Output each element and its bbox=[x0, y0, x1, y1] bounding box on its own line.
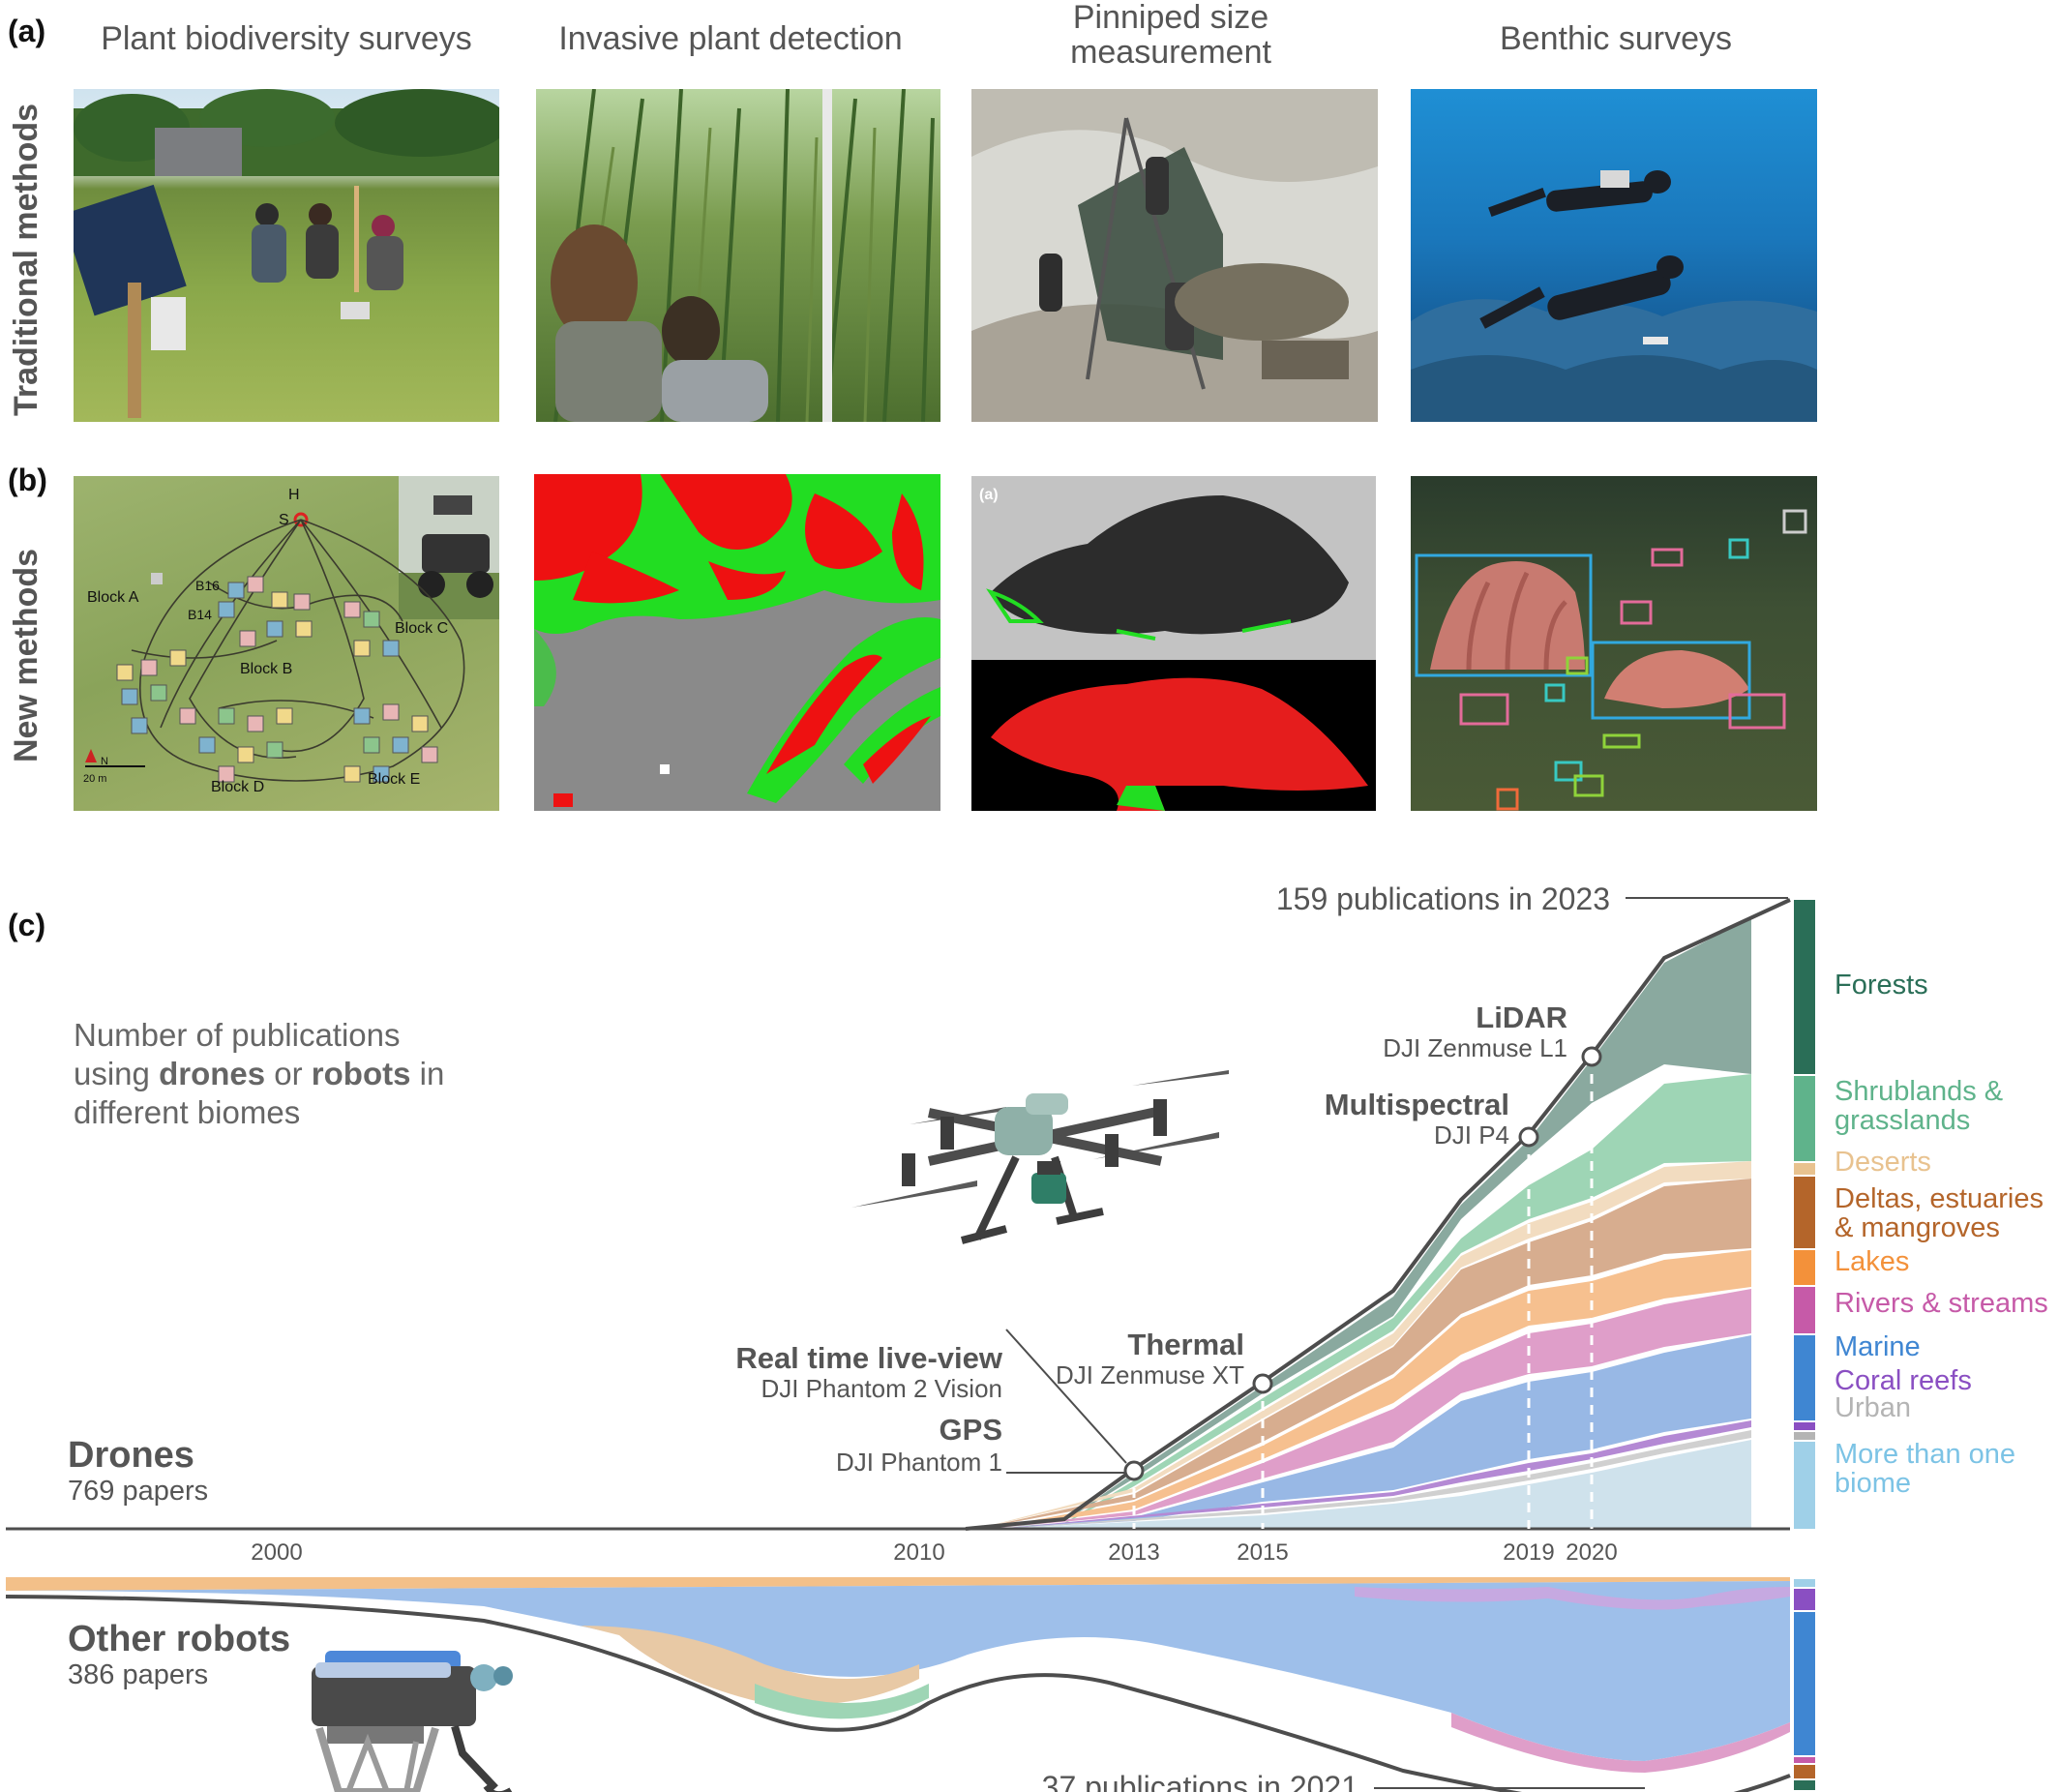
milestone-2020-marker bbox=[1581, 1046, 1602, 1067]
photo-pinniped bbox=[971, 89, 1378, 422]
photo-divers bbox=[1411, 89, 1817, 422]
legend-deltas: Deltas, estuaries & mangroves bbox=[1835, 1183, 2044, 1243]
area-robots-deltas bbox=[581, 1626, 919, 1706]
legend-coral: Coral reefs bbox=[1835, 1365, 1972, 1396]
publications-streamgraph: 2000 2010 2013 2015 2019 2020 159 public… bbox=[5, 881, 1815, 1792]
x-tick-2019: 2019 bbox=[1503, 1539, 1554, 1566]
map-label-s: S bbox=[279, 512, 289, 528]
seal-inset-label: (a) bbox=[979, 487, 999, 503]
legend-rivers: Rivers & streams bbox=[1835, 1288, 2048, 1319]
area-drones-forests bbox=[958, 917, 1751, 1529]
map-label-h: H bbox=[288, 487, 300, 503]
drone-illustration bbox=[851, 1070, 1229, 1244]
photo-plant-survey bbox=[74, 89, 499, 422]
area-drones-rivers bbox=[987, 1289, 1751, 1529]
legend-multi: More than one biome bbox=[1835, 1439, 2016, 1499]
map-label-b14: B14 bbox=[188, 607, 212, 622]
area-robots-deserts bbox=[6, 1577, 1790, 1591]
x-tick-2015: 2015 bbox=[1237, 1539, 1288, 1566]
legend-forests: Forests bbox=[1835, 970, 1928, 1001]
robots-title: Other robots bbox=[68, 1619, 290, 1659]
milestone-lidar-model: DJI Zenmuse L1 bbox=[1383, 1033, 1567, 1062]
map-label-block-b: Block B bbox=[240, 661, 292, 677]
robot-illustration bbox=[312, 1651, 513, 1792]
panel-a-letter: (a) bbox=[8, 14, 46, 48]
milestone-liveview-model: DJI Phantom 2 Vision bbox=[761, 1374, 1002, 1403]
description-or: or bbox=[265, 1056, 312, 1091]
map-label-block-c: Block C bbox=[395, 620, 448, 637]
panel-c-letter: (c) bbox=[8, 908, 46, 942]
drones-total-outline bbox=[965, 898, 1791, 1531]
milestone-multispectral-model: DJI P4 bbox=[1434, 1120, 1509, 1150]
description-in: in bbox=[410, 1056, 445, 1091]
milestone-gps-model: DJI Phantom 1 bbox=[836, 1448, 1002, 1477]
area-robots-marine bbox=[6, 1581, 1790, 1761]
area-drones-marine bbox=[997, 1335, 1751, 1529]
milestone-multispectral-title: Multispectral bbox=[1325, 1088, 1509, 1121]
drones-count: 769 papers bbox=[68, 1476, 208, 1507]
drones-peak-label: 159 publications in 2023 bbox=[1276, 881, 1610, 916]
legend-shrublands: Shrublands & grasslands bbox=[1835, 1076, 2004, 1136]
x-tick-2010: 2010 bbox=[893, 1539, 944, 1566]
milestone-gps-title: GPS bbox=[940, 1413, 1002, 1447]
col-title-pinniped: Pinniped size measurement bbox=[1070, 0, 1271, 71]
x-tick-2013: 2013 bbox=[1108, 1539, 1159, 1566]
description-line-1: Number of publications bbox=[74, 1017, 401, 1053]
legend-deserts: Deserts bbox=[1835, 1147, 1931, 1178]
legend-urban: Urban bbox=[1835, 1392, 1911, 1423]
description-robots: robots bbox=[311, 1056, 411, 1091]
map-label-block-d: Block D bbox=[211, 779, 264, 795]
area-robots-rivers bbox=[1451, 1713, 1790, 1773]
drones-title: Drones bbox=[68, 1435, 194, 1476]
milestone-2019-marker bbox=[1518, 1126, 1539, 1148]
milestone-thermal-model: DJI Zenmuse XT bbox=[1056, 1360, 1244, 1389]
benthic-detection-image bbox=[1411, 476, 1817, 811]
area-robots-shrub bbox=[755, 1684, 929, 1719]
row-label-new-methods: New methods bbox=[8, 548, 45, 762]
legend-color-bar bbox=[1794, 900, 1815, 1790]
map-label-block-e: Block E bbox=[368, 771, 420, 788]
map-label-block-a: Block A bbox=[87, 589, 139, 606]
map-experimental-blocks: H S B16 B14 Block A Block B Block C Bloc… bbox=[74, 476, 499, 811]
legend-marine: Marine bbox=[1835, 1331, 1921, 1362]
panel-c-description: Number of publications using drones or r… bbox=[74, 1016, 577, 1132]
drones-areas bbox=[958, 898, 1791, 1531]
milestone-thermal-title: Thermal bbox=[1127, 1328, 1244, 1361]
milestone-liveview-title: Real time live-view bbox=[735, 1341, 1003, 1375]
map-label-north: N bbox=[101, 756, 108, 767]
legend-lakes: Lakes bbox=[1835, 1246, 1910, 1277]
robots-count: 386 papers bbox=[68, 1659, 208, 1690]
map-label-scale: 20 m bbox=[83, 773, 106, 785]
area-drones-deltas bbox=[977, 1179, 1751, 1529]
pinniped-3d-model: (a) bbox=[971, 476, 1376, 811]
area-drones-lakes bbox=[987, 1250, 1751, 1529]
x-tick-2000: 2000 bbox=[251, 1539, 302, 1566]
description-drones: drones bbox=[159, 1056, 266, 1091]
area-drones-shrublands bbox=[968, 1074, 1751, 1529]
milestone-2013-marker bbox=[1123, 1460, 1145, 1481]
robots-areas bbox=[5, 1577, 1791, 1792]
area-drones-multi bbox=[997, 1440, 1751, 1529]
description-using: using bbox=[74, 1056, 160, 1091]
x-tick-2020: 2020 bbox=[1566, 1539, 1617, 1566]
area-robots-coral bbox=[1355, 1587, 1790, 1610]
description-line-3: different biomes bbox=[74, 1094, 301, 1130]
col-title-invasive-plant: Invasive plant detection bbox=[558, 20, 903, 57]
map-label-b16: B16 bbox=[195, 578, 220, 593]
col-title-plant-biodiversity: Plant biodiversity surveys bbox=[101, 20, 472, 57]
milestone-lidar-title: LiDAR bbox=[1476, 1001, 1567, 1034]
milestone-2015-marker bbox=[1252, 1373, 1273, 1394]
invasive-classification-map bbox=[534, 474, 940, 811]
panel-b-letter: (b) bbox=[8, 463, 47, 497]
col-title-benthic: Benthic surveys bbox=[1500, 20, 1732, 57]
row-label-traditional: Traditional methods bbox=[8, 103, 45, 416]
robots-total-outline bbox=[5, 1595, 1791, 1792]
photo-invasive-plant bbox=[536, 89, 940, 422]
robots-peak-label: 37 publications in 2021 bbox=[1042, 1770, 1358, 1792]
